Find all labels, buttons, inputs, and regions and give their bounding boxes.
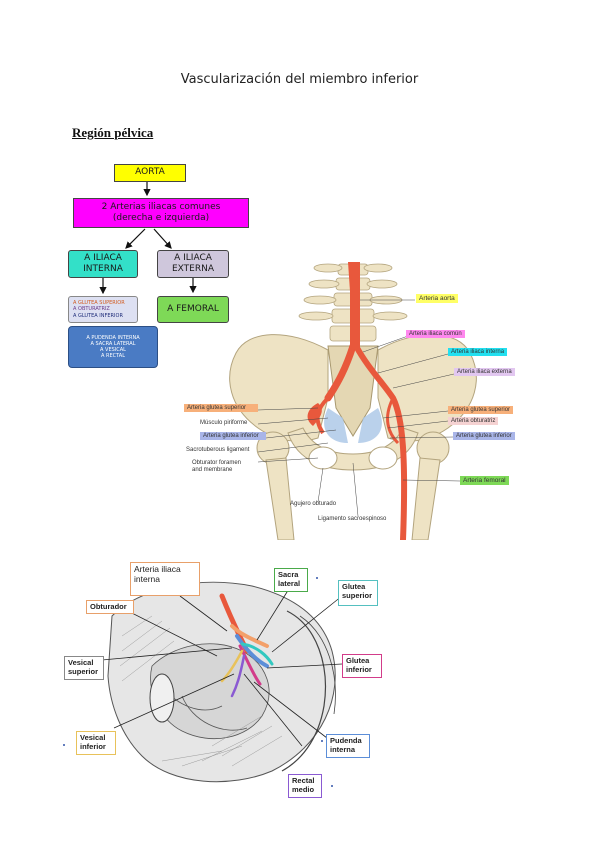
label-glutea-superior-right: Arteria glutea superior — [448, 406, 514, 414]
label-pudenda-interna-line2: interna — [330, 744, 356, 754]
rama-pudenda-interna: A PUDENDA INTERNA — [86, 334, 140, 341]
label-glutea-inferior-left: Arteria glutea inferior — [200, 432, 266, 440]
pelvis-illustration — [229, 262, 477, 543]
pelvis-figure: Arteria aorta Arteria iliaca común Arter… — [178, 258, 523, 543]
label-ligamento-sacroespinoso: Ligamento sacroespinoso — [318, 516, 387, 522]
label-rectal-medio-line1: Rectal — [292, 776, 315, 785]
label-agujero-obturado: Agujero obturado — [290, 501, 337, 507]
label-obturator-foramen: Obturator foramen and membrane — [192, 460, 241, 474]
label-vesical-inferior-line1: Vesical — [80, 733, 106, 742]
ramas-parietales-box: A GLUTEA SUPERIOR A OBTURATRIZ A GLUTEA … — [68, 296, 138, 323]
label-glutea-superior: Glutea superior — [338, 580, 378, 606]
label-sacrotuberous: Sacrotuberous ligament — [186, 447, 250, 453]
label-vesical-superior-line1: Vesical — [68, 658, 94, 667]
label-glutea-inferior-line2: inferior — [346, 664, 372, 674]
label-arteria-iliaca-interna: Arteria iliaca interna — [130, 562, 200, 596]
iliacas-comunes-box: 2 Arterias iliacas comunes (derecha e iz… — [73, 198, 249, 228]
femoral-box: A FEMORAL — [157, 296, 229, 323]
ramas-viscerales-box: A PUDENDA INTERNA A SACRA LATERAL A VESI… — [68, 326, 158, 368]
label-rectal-medio-line2: medio — [292, 784, 315, 794]
label-pudenda-interna: Pudenda interna — [326, 734, 370, 758]
label-vesical-inferior: Vesical inferior — [76, 731, 116, 755]
rama-obturatriz: A OBTURATRIZ — [73, 306, 110, 313]
section-title: Región pélvica — [72, 125, 154, 140]
label-arteria-aorta: Arteria aorta — [416, 294, 458, 303]
label-obturator-foramen-line1: Obturator foramen — [192, 460, 242, 466]
rama-rectal: A RECTAL — [100, 353, 125, 360]
label-pudenda-interna-line1: Pudenda — [330, 736, 362, 745]
label-glutea-inferior-right: Arteria glutea inferior — [453, 432, 515, 440]
iliaca-externa-line2: EXTERNA — [171, 264, 215, 274]
label-arteria-iliaca-interna-line2: interna — [134, 573, 160, 584]
label-glutea-superior-line2: superior — [342, 590, 373, 600]
label-musculo-piriforme: Músculo piriforme — [200, 420, 248, 426]
flowchart-arrows — [99, 182, 197, 295]
label-arteria-femoral: Arteria femoral — [460, 476, 509, 485]
arrow-iliacas-interna — [125, 228, 146, 249]
label-glutea-superior-line1: Glutea — [342, 582, 366, 591]
rama-vesical: A VESICAL — [100, 347, 126, 353]
iliaca-interna-line2: INTERNA — [83, 264, 123, 274]
label-glutea-inferior: Glutea inferior — [342, 654, 382, 678]
label-arteria-iliaca-interna-line1: Arteria iliaca — [134, 564, 181, 574]
iliaca-interna-line1: A ILIACA — [84, 252, 122, 263]
label-obturator-foramen-line2: and membrane — [192, 467, 233, 474]
label-obturatriz: Arteria obturatriz — [448, 417, 499, 425]
iliaca-externa-box: A ILIACA EXTERNA — [157, 250, 229, 278]
label-rectal-medio: Rectal medio — [288, 774, 322, 798]
iliaca-externa-line1: A ILIACA — [174, 252, 212, 263]
iliaca-interna-box: A ILIACA INTERNA — [68, 250, 138, 278]
label-vesical-superior: Vesical superior — [64, 656, 104, 680]
rama-sacra-lateral: A SACRA LATERAL — [90, 340, 136, 347]
lateral-figure: Arteria iliaca interna Sacra lateral Glu… — [62, 556, 390, 800]
label-sacra-lateral: Sacra lateral — [274, 568, 308, 592]
iliacas-comunes-line1: 2 Arterias iliacas comunes — [101, 201, 221, 212]
label-iliaca-externa: Arteria iliaca externa — [454, 368, 515, 376]
aorta-label: AORTA — [135, 167, 165, 178]
label-glutea-inferior-line1: Glutea — [346, 656, 370, 665]
label-sacra-lateral-line2: lateral — [278, 578, 301, 588]
label-iliaca-interna: Arteria iliaca interna — [448, 348, 508, 356]
iliacas-comunes-line2: (derecha e izquierda) — [112, 213, 210, 223]
label-sacra-lateral-line1: Sacra — [278, 570, 299, 579]
femoral-label: A FEMORAL — [167, 303, 219, 314]
aorta-box: AORTA — [114, 164, 186, 182]
label-iliaca-comun: Arteria iliaca común — [406, 330, 465, 338]
label-vesical-superior-line2: superior — [68, 666, 99, 676]
rama-glutea-inferior: A GLUTEA INFERIOR — [73, 312, 123, 319]
arrow-iliacas-externa — [153, 228, 172, 249]
page-title: Vascularización del miembro inferior — [180, 72, 419, 87]
label-vesical-inferior-line2: inferior — [80, 741, 106, 751]
lateral-illustration — [63, 577, 343, 787]
label-obturador: Obturador — [86, 600, 134, 614]
label-glutea-superior-left: Arteria glutea superior — [184, 404, 258, 412]
rama-glutea-superior: A GLUTEA SUPERIOR — [73, 300, 125, 307]
